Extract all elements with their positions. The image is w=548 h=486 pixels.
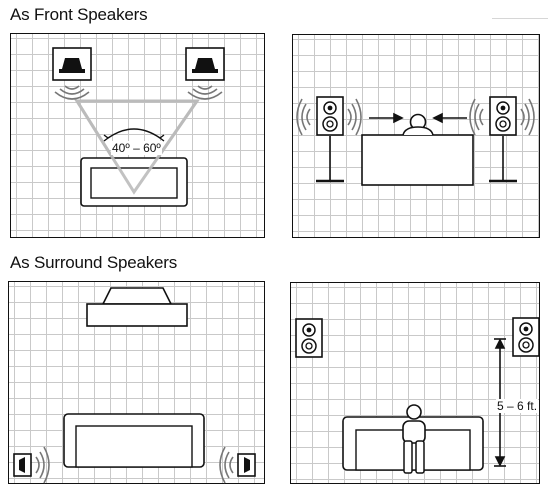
couch-icon (74, 99, 200, 207)
separator-rule (492, 18, 548, 19)
front-speakers-heading: As Front Speakers (10, 5, 148, 24)
left-speaker-stand-icon (296, 96, 362, 183)
front-left-speaker-icon (52, 47, 92, 100)
wall-speaker-left-icon (295, 318, 323, 358)
height-range-label: 5 – 6 ft. (496, 399, 539, 413)
front-right-speaker-icon (185, 47, 225, 100)
surround-speakers-heading: As Surround Speakers (10, 253, 178, 272)
angle-arc-icon (103, 128, 165, 142)
tv-stand-icon (361, 134, 474, 186)
listener-icon (402, 113, 434, 136)
right-speaker-stand-icon (469, 96, 535, 183)
wall-speaker-right-icon (512, 317, 540, 357)
angle-range-label: 40º – 60º (111, 141, 162, 155)
direction-arrow-icon (369, 112, 467, 124)
tv-icon (86, 287, 188, 327)
listener-icon (402, 404, 426, 474)
surround-right-speaker-icon (219, 446, 256, 484)
couch-icon (63, 413, 205, 468)
surround-left-speaker-icon (13, 446, 50, 484)
